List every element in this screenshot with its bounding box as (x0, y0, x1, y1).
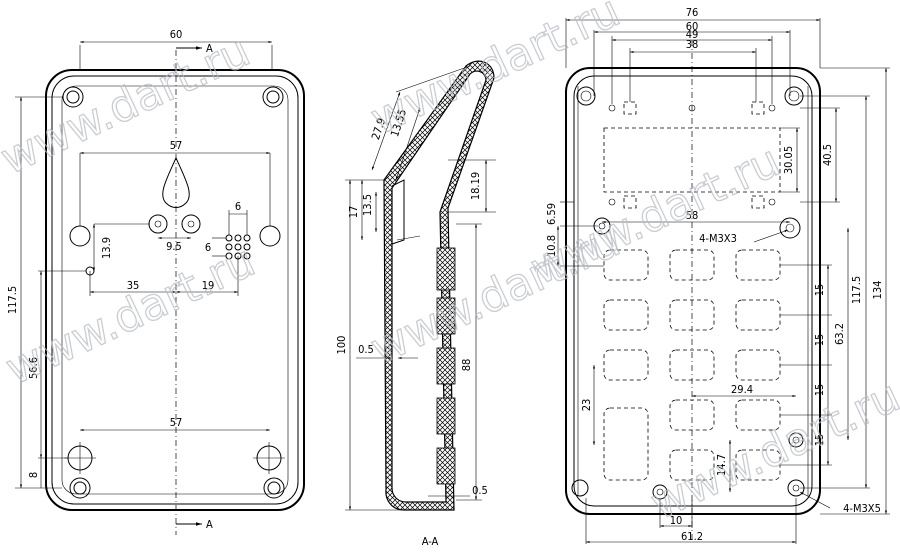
hanger-slot (162, 156, 190, 208)
dim-10: 10 (670, 514, 683, 527)
dim-57-bottom: 57 (170, 416, 183, 429)
dim-17: 17 (347, 206, 360, 219)
back-corner-holes (571, 86, 805, 500)
dim-38: 38 (686, 38, 699, 51)
dim-27-9: 27.9 (369, 116, 388, 141)
dim-0-5-mid: 0.5 (358, 343, 374, 356)
dim-13-5: 13.5 (361, 194, 374, 216)
watermark: www.dart.ru (363, 0, 628, 145)
watermark: www.dart.ru (523, 135, 788, 295)
dim-15-b: 15 (813, 334, 826, 347)
watermark: www.dart.ru (0, 25, 258, 185)
dim-6-59: 6.59 (545, 203, 558, 225)
dim-100: 100 (335, 336, 348, 355)
dim-57-top: 57 (170, 139, 183, 152)
dim-8: 8 (27, 472, 40, 478)
dim-117-5: 117.5 (6, 286, 19, 314)
front-view: 60 A A 57 57 117.5 56.6 8 13.9 9.5 (6, 28, 305, 535)
dim-134: 134 (871, 281, 884, 300)
section-inner-ribs (436, 247, 456, 485)
watermark: www.dart.ru (0, 235, 263, 395)
front-body-inner (51, 75, 299, 505)
dim-15-a: 15 (813, 284, 826, 297)
display-bosses (608, 101, 776, 209)
dim-60-back: 60 (686, 20, 699, 33)
dim-35: 35 (127, 279, 140, 292)
section-label: A-A (422, 535, 439, 548)
back-body-inner (573, 75, 813, 507)
callout-4-m3x3: 4-M3X3 (699, 232, 737, 245)
dim-6-left: 6 (205, 241, 211, 254)
dim-61-2: 61.2 (681, 530, 703, 543)
dim-9-5: 9.5 (166, 240, 182, 253)
front-body-outline (45, 69, 305, 511)
dim-0-5-bottom: 0.5 (472, 484, 488, 497)
front-hole-right (259, 225, 281, 247)
back-view: 76 60 49 38 30.05 40.5 58 4-M3X3 6.59 (545, 6, 890, 544)
back-body-outline (565, 67, 821, 515)
section-view: 100 17 13.5 27.9 13.55 18.19 88 0.5 0.5 … (335, 60, 496, 548)
dim-29-4: 29.4 (731, 383, 753, 396)
dim-13-9: 13.9 (100, 237, 113, 259)
front-hole-left (69, 225, 91, 247)
dim-58: 58 (686, 209, 699, 222)
dim-6-top: 6 (235, 200, 241, 213)
dim-19: 19 (202, 279, 215, 292)
front-mount-holes (64, 442, 285, 474)
front-screw-left (148, 214, 168, 234)
dim-18-19: 18.19 (469, 172, 482, 200)
front-screw-right (181, 214, 201, 234)
dim-40-5: 40.5 (821, 144, 834, 166)
front-corner-holes (62, 86, 285, 499)
dim-23: 23 (580, 399, 593, 412)
dim-30-05: 30.05 (782, 146, 795, 174)
front-body-recess (61, 85, 289, 495)
dim-63-2: 63.2 (833, 323, 846, 345)
section-mark-top: A (206, 42, 213, 55)
dim-14-7: 14.7 (715, 454, 728, 476)
dim-49: 49 (686, 28, 699, 41)
dim-10-8: 10.8 (545, 235, 558, 257)
section-mark-bottom: A (206, 518, 213, 531)
dim-88: 88 (460, 359, 473, 372)
dim-117-5-back: 117.5 (850, 276, 863, 304)
callout-4-m3x5: 4-M3X5 (843, 502, 881, 515)
dim-76: 76 (686, 6, 699, 19)
dim-60: 60 (170, 28, 183, 41)
dim-56-6: 56.6 (27, 357, 40, 379)
dim-15-c: 15 (813, 384, 826, 397)
dim-15-d: 15 (813, 434, 826, 447)
